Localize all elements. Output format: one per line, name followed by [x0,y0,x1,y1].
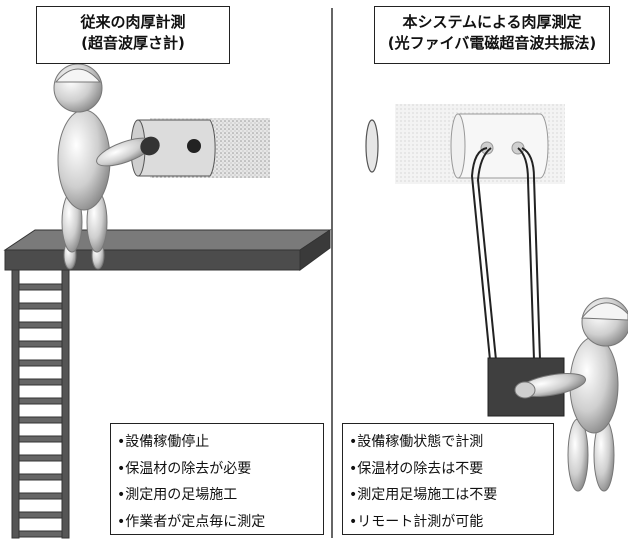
left-title-line2: (超音波厚さ計) [81,34,185,52]
right-insulated-pipe [365,104,565,184]
ladder-rung [18,378,63,386]
ladder-rung [18,416,63,424]
ladder-rung [18,359,63,367]
left-title-line1: 従来の肉厚計測 [80,13,186,31]
left-title-box: 従来の肉厚計測 (超音波厚さ計) [36,6,230,64]
ladder-rung [18,511,63,519]
list-item: •設備稼働状態で計測 [349,434,484,450]
right-worker-figure [514,297,628,492]
list-item: •設備稼働停止 [117,434,210,450]
ladder-rung [18,492,63,500]
scaffold-ladder [11,269,70,539]
list-item: •保温材の除去が必要 [117,460,252,477]
ladder-rung [18,454,63,462]
ladder-rung [18,283,63,291]
ladder-rung [18,530,63,538]
list-item: •作業者が定点毎に測定 [117,513,266,530]
ladder-rung [18,397,63,405]
right-title-line1: 本システムによる肉厚測定 [402,13,582,31]
list-item: •リモート計測が可能 [349,513,484,530]
ladder-rung [18,321,63,329]
list-item: •保温材の除去は不要 [349,460,484,477]
ladder-rung [18,473,63,481]
ladder-rung [18,435,63,443]
ladder-rung [18,340,63,348]
optical-fiber-cables [470,147,541,361]
scaffold-platform [3,229,332,271]
list-item: •測定用の足場施工 [117,487,238,503]
right-feature-list: •設備稼働状態で計測 •保温材の除去は不要 •測定用足場施工は不要 •リモート計… [342,423,554,535]
left-insulated-pipe [130,118,270,178]
right-title-box: 本システムによる肉厚測定 (光ファイバ電磁超音波共振法) [374,6,610,64]
left-worker-figure [53,63,160,270]
left-feature-list: •設備稼働停止 •保温材の除去が必要 •測定用の足場施工 •作業者が定点毎に測定 [110,423,324,535]
right-title-line2: (光ファイバ電磁超音波共振法) [387,34,597,52]
list-item: •測定用足場施工は不要 [349,487,498,503]
ladder-rung [18,302,63,310]
